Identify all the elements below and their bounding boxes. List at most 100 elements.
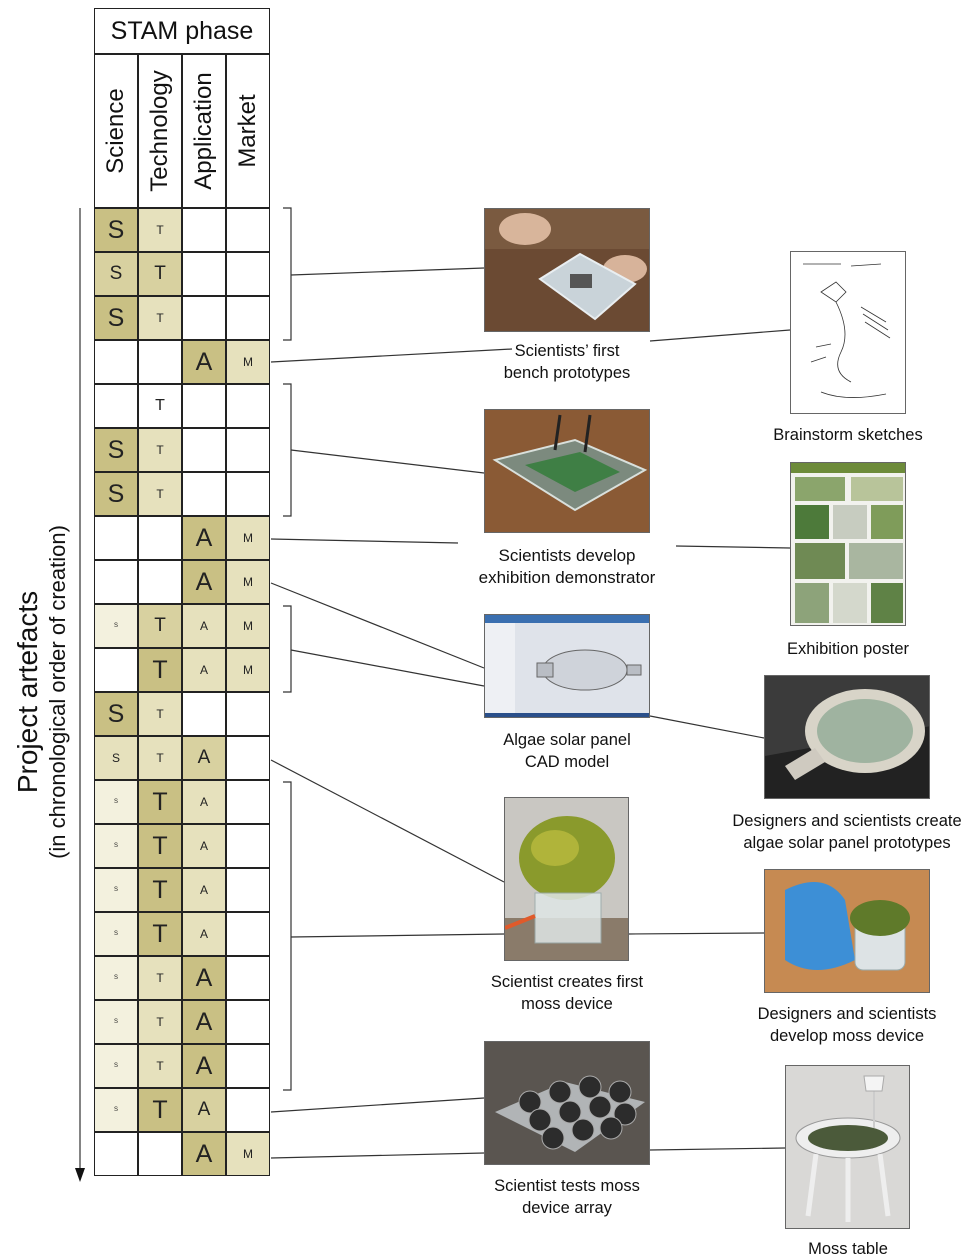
cell-r4-science — [94, 340, 138, 384]
cell-r14-application: A — [182, 780, 226, 824]
solar-panel-photo — [764, 675, 930, 799]
bracket-group-1 — [283, 208, 291, 340]
cell-r17-application: A — [182, 912, 226, 956]
cell-r14-science: S — [94, 780, 138, 824]
link-cad-solar — [650, 716, 764, 738]
cell-letter: A — [200, 619, 208, 633]
moss-device-photo — [504, 797, 629, 961]
link-group3-cad — [291, 650, 484, 686]
cell-letter: T — [156, 1015, 163, 1029]
gloved-hand-moss-photo — [764, 869, 930, 993]
cell-letter: T — [156, 707, 163, 721]
timeline-arrowhead — [75, 1168, 85, 1182]
bracket-group-3 — [283, 606, 291, 692]
demonstrator-photo — [484, 409, 650, 533]
cell-letter: S — [114, 843, 118, 849]
cell-letter: T — [152, 788, 167, 817]
cell-r13-science: S — [94, 736, 138, 780]
caption-poster: Exhibition poster — [748, 638, 948, 660]
cell-r3-technology: T — [138, 296, 182, 340]
cell-letter: S — [108, 436, 125, 465]
cell-letter: A — [196, 1008, 213, 1037]
link-row21-array — [271, 1098, 484, 1112]
cell-r3-application — [182, 296, 226, 340]
cell-r4-technology — [138, 340, 182, 384]
cell-r5-technology: T — [138, 384, 182, 428]
cell-letter: S — [114, 1019, 118, 1025]
cell-r22-application: A — [182, 1132, 226, 1176]
link-demo-poster — [676, 546, 790, 548]
cell-letter: A — [200, 927, 208, 941]
cell-letter: S — [108, 480, 125, 509]
caption-moss-first: Scientist creates firstmoss device — [467, 971, 667, 1015]
cell-letter: T — [156, 751, 163, 765]
poster-photo — [790, 462, 906, 626]
cell-letter: A — [196, 348, 213, 377]
cell-r19-application: A — [182, 1000, 226, 1044]
cell-r20-technology: T — [138, 1044, 182, 1088]
cell-r11-technology: T — [138, 648, 182, 692]
cell-letter: T — [154, 263, 166, 285]
cell-letter: A — [198, 747, 211, 769]
cell-letter: T — [152, 876, 167, 905]
cell-r12-technology: T — [138, 692, 182, 736]
cell-r15-science: S — [94, 824, 138, 868]
cell-letter: S — [108, 304, 125, 333]
cell-r21-application: A — [182, 1088, 226, 1132]
cell-r18-technology: T — [138, 956, 182, 1000]
cell-letter: A — [196, 1052, 213, 1081]
cell-r20-application: A — [182, 1044, 226, 1088]
cell-r11-market: M — [226, 648, 270, 692]
cell-r16-application: A — [182, 868, 226, 912]
cell-r4-market: M — [226, 340, 270, 384]
cell-r22-science — [94, 1132, 138, 1176]
cell-r14-market — [226, 780, 270, 824]
cell-r9-market: M — [226, 560, 270, 604]
caption-bench: Scientists’ firstbench prototypes — [467, 340, 667, 384]
cell-letter: S — [114, 887, 118, 893]
caption-demonstrator: Scientists developexhibition demonstrato… — [458, 545, 676, 589]
cell-r12-market — [226, 692, 270, 736]
link-group4-moss — [291, 934, 504, 937]
cell-r18-science: S — [94, 956, 138, 1000]
cell-letter: T — [154, 615, 166, 637]
cell-letter: T — [152, 832, 167, 861]
moss-array-photo — [484, 1041, 650, 1165]
cell-r9-application: A — [182, 560, 226, 604]
cell-r12-science: S — [94, 692, 138, 736]
cell-r18-application: A — [182, 956, 226, 1000]
cell-r21-technology: T — [138, 1088, 182, 1132]
cell-r1-science: S — [94, 208, 138, 252]
axis-subtitle: (in chronological order of creation) — [45, 525, 71, 859]
cell-r11-science — [94, 648, 138, 692]
moss-table-photo — [785, 1065, 910, 1229]
cell-r13-technology: T — [138, 736, 182, 780]
cell-letter: M — [243, 619, 253, 633]
column-header-science: Science — [94, 54, 138, 208]
link-demonstrator — [291, 450, 484, 473]
cell-r8-science — [94, 516, 138, 560]
bracket-group-4 — [283, 782, 291, 1090]
cell-r19-science: S — [94, 1000, 138, 1044]
cell-r7-technology: T — [138, 472, 182, 516]
cell-letter: A — [198, 1099, 211, 1121]
cell-r21-market — [226, 1088, 270, 1132]
cell-r15-market — [226, 824, 270, 868]
cell-letter: S — [108, 216, 125, 245]
cell-r12-application — [182, 692, 226, 736]
link-bench-sketches — [650, 330, 790, 341]
cell-letter: M — [243, 663, 253, 677]
cell-r20-market — [226, 1044, 270, 1088]
cell-r4-application: A — [182, 340, 226, 384]
cell-letter: S — [114, 623, 118, 629]
cell-r5-science — [94, 384, 138, 428]
cell-r1-technology: T — [138, 208, 182, 252]
cell-r21-science: S — [94, 1088, 138, 1132]
cell-letter: M — [243, 531, 253, 545]
cell-r1-market — [226, 208, 270, 252]
cell-letter: T — [156, 311, 163, 325]
link-moss-dev — [629, 933, 764, 934]
cell-r9-technology — [138, 560, 182, 604]
